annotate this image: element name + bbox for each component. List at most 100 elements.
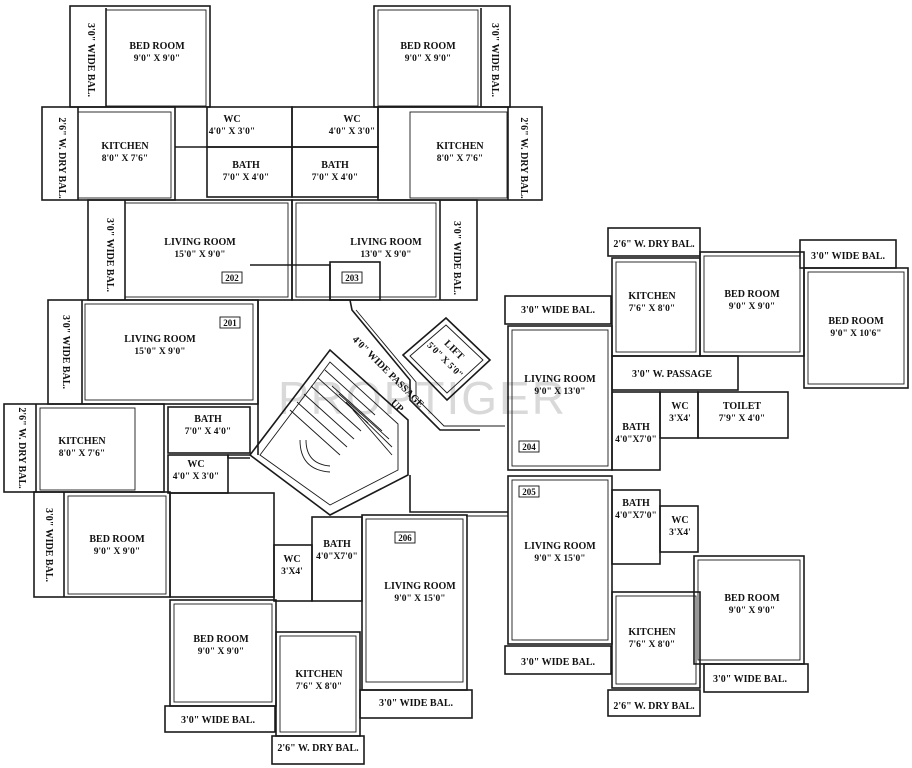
room-dimension: 7'6" X 8'0": [629, 304, 675, 314]
room-dimension: 3'X4': [669, 528, 691, 538]
room-name: BATH: [622, 498, 650, 509]
room-name: 3'0" WIDE BAL.: [43, 508, 54, 582]
room-name: BED ROOM: [828, 316, 884, 327]
room-name: LIVING ROOM: [524, 541, 596, 552]
room-dimension: 9'0" X 9'0": [405, 54, 451, 64]
room-dimension: 9'0" X 10'6": [830, 329, 881, 339]
room-name: 2'6" W. DRY BAL.: [518, 117, 529, 199]
room-name: KITCHEN: [628, 627, 676, 638]
room-name: BATH: [622, 422, 650, 433]
room-name: BATH: [323, 539, 351, 550]
room-name: 3'0" WIDE BAL.: [713, 674, 787, 685]
room-r206-wc: WC 3'X4': [281, 554, 303, 577]
flat-205: [504, 475, 809, 717]
room-r202-wc: WC 4'0" X 3'0": [209, 114, 255, 137]
room-r205-bal-bed: 3'0" WIDE BAL.: [713, 674, 787, 685]
room-dimension: 8'0" X 7'6": [59, 449, 105, 459]
room-name: 3'0" WIDE BAL.: [60, 315, 71, 389]
room-name: 3'0" WIDE BAL.: [521, 305, 595, 316]
room-name: WC: [671, 515, 688, 526]
room-name: 2'6" W. DRY BAL.: [277, 743, 359, 754]
room-r203-drybal: 2'6" W. DRY BAL.: [518, 117, 529, 199]
room-dimension: 4'0" X 3'0": [209, 127, 255, 137]
room-name: BED ROOM: [193, 634, 249, 645]
stair-well-outline: [248, 348, 409, 516]
room-r201-wc: WC 4'0" X 3'0": [173, 459, 219, 482]
room-name: 3'0" WIDE BAL.: [521, 657, 595, 668]
room-r204-bal-left: 3'0" WIDE BAL.: [521, 305, 595, 316]
room-r206-bed: BED ROOM 9'0" X 9'0": [193, 634, 249, 657]
room-name: LIVING ROOM: [350, 237, 422, 248]
flat-number-tags: 202 203 201 204 205 206: [219, 271, 540, 544]
room-name: WC: [343, 114, 360, 125]
room-r206-bath: BATH 4'0"X7'0": [316, 539, 358, 562]
room-dimension: 7'0" X 4'0": [312, 173, 358, 183]
room-name: KITCHEN: [58, 436, 106, 447]
flat-tag-205: 205: [522, 487, 536, 497]
room-dimension: 7'6" X 8'0": [296, 682, 342, 692]
room-dimension: 9'0" X 9'0": [198, 647, 244, 657]
room-name: 3'0" W. PASSAGE: [632, 369, 712, 380]
room-r202-bal-side: 3'0" WIDE BAL.: [104, 218, 115, 292]
room-name: LIVING ROOM: [164, 237, 236, 248]
room-name: TOILET: [723, 401, 761, 412]
room-name: BED ROOM: [724, 593, 780, 604]
room-name: WC: [187, 459, 204, 470]
room-r206-bal: 3'0" WIDE BAL.: [379, 698, 453, 709]
room-dimension: 8'0" X 7'6": [437, 154, 483, 164]
room-name: 2'6" W. DRY BAL.: [56, 117, 67, 199]
room-r202-bal-top: 3'0" WIDE BAL.: [85, 23, 96, 97]
flat-tag-202: 202: [225, 273, 239, 283]
room-r204-wc: WC3'X4': [669, 401, 691, 424]
room-name: 2'6" W. DRY BAL.: [16, 407, 27, 489]
room-dimension: 4'0" X 3'0": [329, 127, 375, 137]
room-r204-drybal: 2'6" W. DRY BAL.: [613, 239, 695, 250]
room-r204-bal-top: 3'0" WIDE BAL.: [811, 251, 885, 262]
room-r201-kitchen: KITCHEN 8'0" X 7'6": [58, 436, 106, 459]
room-dimension: 3'X4': [281, 567, 303, 577]
room-name: LIVING ROOM: [384, 581, 456, 592]
room-name: 3'0" WIDE BAL.: [811, 251, 885, 262]
room-name: 3'0" WIDE BAL.: [181, 715, 255, 726]
room-r204-passage: 3'0" W. PASSAGE: [632, 369, 712, 380]
room-dimension: 4'0" X 3'0": [173, 472, 219, 482]
room-r201-bal-bed: 3'0" WIDE BAL.: [43, 508, 54, 582]
flat-tag-206: 206: [398, 533, 412, 543]
room-dimension: 15'0" X 9'0": [134, 347, 185, 357]
room-name: BED ROOM: [400, 41, 456, 52]
flat-203: [291, 5, 543, 301]
room-r201-bal: 3'0" WIDE BAL.: [60, 315, 71, 389]
flat-tag-204: 204: [522, 442, 536, 452]
room-dimension: 7'0" X 4'0": [185, 427, 231, 437]
room-r203-bal-top: 3'0" WIDE BAL.: [489, 23, 500, 97]
room-name: 2'6" W. DRY BAL.: [613, 701, 695, 712]
room-name: LIVING ROOM: [524, 374, 596, 385]
room-r206-bal-bed: 3'0" WIDE BAL.: [181, 715, 255, 726]
flat-202: [41, 5, 293, 301]
room-dimension: 4'0"X7'0": [316, 552, 358, 562]
room-dimension: 3'X4': [669, 414, 691, 424]
room-r204-kitchen: KITCHEN 7'6" X 8'0": [628, 291, 676, 314]
room-dimension: 13'0" X 9'0": [360, 250, 411, 260]
room-r204-bed2: BED ROOM 9'0" X 10'6": [828, 316, 884, 339]
room-name: WC: [223, 114, 240, 125]
room-name: KITCHEN: [628, 291, 676, 302]
room-r202-drybal: 2'6" W. DRY BAL.: [56, 117, 67, 199]
room-r205-drybal: 2'6" W. DRY BAL.: [613, 701, 695, 712]
room-name: WC: [283, 554, 300, 565]
room-name: 3'0" WIDE BAL.: [489, 23, 500, 97]
